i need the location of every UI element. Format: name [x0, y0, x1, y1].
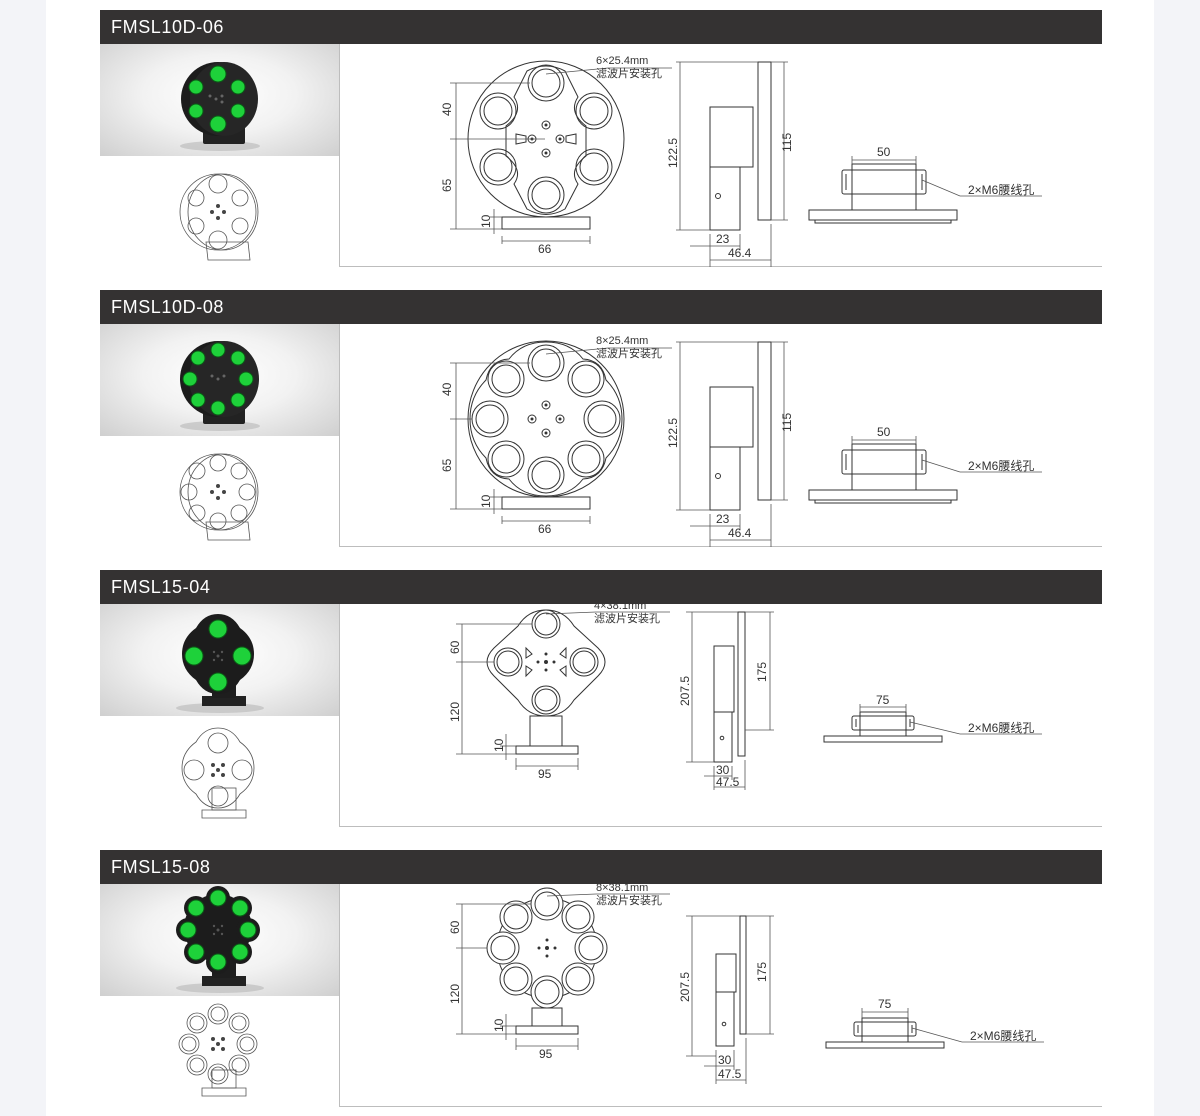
- dim-bottom-label: 120: [448, 984, 462, 1004]
- product-model-title: FMSL10D-06: [111, 17, 225, 37]
- product-render-photo: [100, 324, 339, 436]
- slot-hole-label: 2×M6腰线孔: [970, 1029, 1036, 1043]
- side-view: [709, 341, 772, 511]
- technical-drawing: 60 120 10 95 4×38.1mm 滤波片安装孔: [340, 600, 1102, 827]
- dim-bracket-label: 23: [716, 232, 730, 246]
- dim-base-height-label: 10: [479, 494, 493, 508]
- dim-top-label: 60: [448, 640, 462, 654]
- dim-plate-height-label: 115: [780, 413, 794, 432]
- dim-depth-label: 46.4: [728, 526, 752, 540]
- dim-base-width-label: 66: [538, 242, 552, 256]
- dim-top-label: 40: [440, 102, 454, 116]
- dim-slot-width-label: 50: [877, 145, 891, 159]
- dim-base-height-label: 10: [479, 214, 493, 228]
- filter-hole-spec: 8×25.4mm: [596, 335, 648, 347]
- technical-drawing: 40 65 10 66 6×25.4mm 滤波片安装孔: [340, 44, 1102, 270]
- dim-depth-label: 47.5: [718, 1067, 742, 1081]
- dim-base-height-label: 10: [492, 1018, 506, 1032]
- top-view: [825, 1017, 945, 1049]
- dim-bracket-label: 23: [716, 512, 730, 526]
- dim-bracket-label: 30: [716, 763, 730, 777]
- filter-hole-label: 滤波片安装孔: [596, 893, 662, 907]
- product-line-sketch: [100, 716, 339, 827]
- dim-base-height-label: 10: [492, 738, 506, 752]
- product-line-sketch: [100, 436, 339, 547]
- dim-plate-height-label: 175: [755, 962, 769, 982]
- dim-bracket-label: 30: [718, 1053, 732, 1067]
- dim-top-label: 60: [448, 920, 462, 934]
- slot-hole-label: 2×M6腰线孔: [968, 183, 1034, 197]
- product-render-photo: [100, 884, 339, 996]
- dim-base-width-label: 95: [539, 1047, 553, 1061]
- product-body: 60 120 10 95 4×38.1mm 滤波片安装孔: [100, 600, 1102, 827]
- spec-sheet: FMSL10D-06: [46, 0, 1154, 1116]
- side-view: [713, 611, 746, 763]
- filter-hole-spec: 6×25.4mm: [596, 55, 648, 67]
- dim-total-height-label: 122.5: [666, 418, 680, 448]
- top-view: [808, 163, 958, 224]
- column-divider: [339, 884, 340, 1107]
- product-header: FMSL10D-08: [100, 290, 1102, 324]
- top-view: [823, 711, 943, 743]
- product-section-fmsl10d-08: FMSL10D-08: [100, 290, 1102, 550]
- filter-hole-label: 滤波片安装孔: [596, 66, 662, 80]
- column-divider: [339, 604, 340, 827]
- product-section-fmsl15-04: FMSL15-04: [100, 570, 1102, 827]
- product-header: FMSL15-04: [100, 570, 1102, 604]
- filter-hole-label: 滤波片安装孔: [596, 346, 662, 360]
- dim-depth-label: 47.5: [716, 775, 740, 789]
- front-view: [486, 887, 670, 1035]
- dim-total-height-label: 207.5: [678, 676, 692, 706]
- product-render-photo: [100, 604, 339, 716]
- dim-bottom-label: 65: [440, 458, 454, 472]
- front-view: [467, 340, 672, 510]
- product-body: 60 120 10 95 8×38.1mm 滤波片安装孔: [100, 882, 1102, 1107]
- filter-hole-spec: 8×38.1mm: [596, 884, 648, 894]
- product-section-fmsl10d-06: FMSL10D-06: [100, 10, 1102, 270]
- dim-base-width-label: 95: [538, 767, 552, 781]
- dim-slot-width-label: 50: [877, 425, 891, 439]
- column-divider: [339, 44, 340, 267]
- dim-plate-height-label: 175: [755, 662, 769, 682]
- product-body: 40 65 10 66 6×25.4mm 滤波片安装孔: [100, 44, 1102, 270]
- dim-base-width-label: 66: [538, 522, 552, 536]
- product-header: FMSL15-08: [100, 850, 1102, 884]
- filter-hole-label: 滤波片安装孔: [594, 611, 660, 625]
- product-model-title: FMSL10D-08: [111, 297, 225, 317]
- product-line-sketch: [100, 996, 339, 1107]
- side-view: [709, 61, 772, 231]
- dim-plate-height-label: 115: [780, 133, 794, 152]
- product-model-title: FMSL15-08: [111, 857, 211, 877]
- filter-hole-spec: 4×38.1mm: [594, 604, 646, 612]
- dim-total-height-label: 122.5: [666, 138, 680, 168]
- dim-bottom-label: 120: [448, 702, 462, 722]
- side-view: [715, 915, 747, 1047]
- front-view: [467, 60, 672, 230]
- dim-total-height-label: 207.5: [678, 972, 692, 1002]
- product-model-title: FMSL15-04: [111, 577, 211, 597]
- top-view: [808, 443, 958, 504]
- product-body: 40 65 10 66 8×25.4mm 滤波片安装孔: [100, 324, 1102, 550]
- front-view: [486, 609, 670, 755]
- product-section-fmsl15-08: FMSL15-08: [100, 850, 1102, 1107]
- slot-hole-label: 2×M6腰线孔: [968, 721, 1034, 735]
- product-render-photo: [100, 44, 339, 156]
- dim-slot-width-label: 75: [876, 693, 890, 707]
- dim-slot-width-label: 75: [878, 997, 892, 1011]
- technical-drawing: 40 65 10 66 8×25.4mm 滤波片安装孔: [340, 324, 1102, 550]
- dim-depth-label: 46.4: [728, 246, 752, 260]
- technical-drawing: 60 120 10 95 8×38.1mm 滤波片安装孔: [340, 882, 1102, 1107]
- dim-bottom-label: 65: [440, 178, 454, 192]
- product-header: FMSL10D-06: [100, 10, 1102, 44]
- column-divider: [339, 324, 340, 547]
- product-line-sketch: [100, 156, 339, 267]
- dim-top-label: 40: [440, 382, 454, 396]
- slot-hole-label: 2×M6腰线孔: [968, 459, 1034, 473]
